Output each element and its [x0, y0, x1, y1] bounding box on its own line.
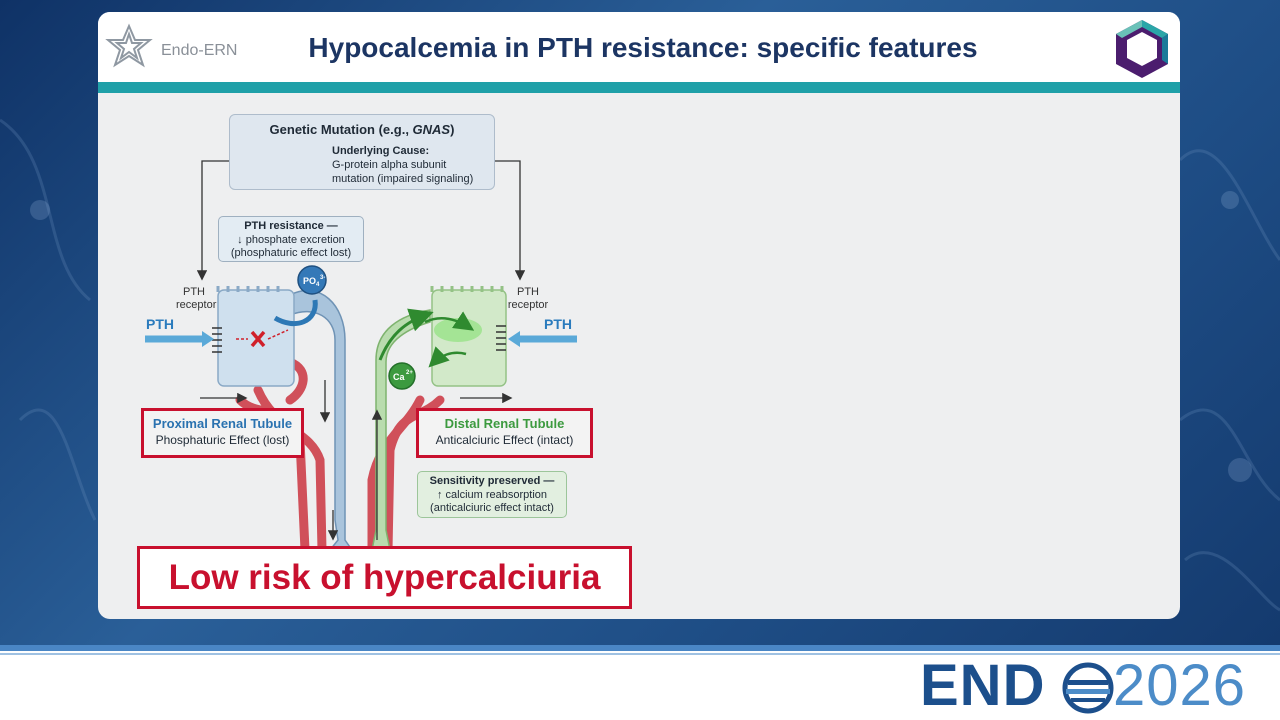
slide-header: Endo-ERN Hypocalcemia in PTH resistance:…	[98, 12, 1180, 82]
po4-sup: 3-	[320, 275, 325, 281]
po4-label: PO	[303, 276, 316, 286]
pth-hormone-label-left: PTH	[146, 316, 174, 332]
genetic-mutation-title: Genetic Mutation (e.g., GNAS)	[269, 122, 455, 137]
footer-accent-line	[0, 645, 1280, 651]
genetic-mutation-box: Genetic Mutation (e.g., GNAS) Underlying…	[229, 114, 495, 190]
footer-accent-line-thin	[0, 653, 1280, 655]
proximal-tubule-subtitle: Phosphaturic Effect (lost)	[155, 433, 290, 447]
distal-tubule-title: Distal Renal Tubule	[444, 416, 565, 431]
footer: END 2026	[0, 645, 1280, 720]
header-accent-bar	[98, 82, 1180, 93]
endo-ern-logo-icon	[105, 23, 153, 68]
endo-globe-icon	[1062, 662, 1114, 714]
po4-sub: 4	[316, 282, 320, 288]
hypercalciuria-risk-text: Low risk of hypercalciuria	[168, 558, 601, 597]
pth-receptor-label-right: PTH receptor	[507, 286, 549, 311]
distal-tubule-subtitle: Anticalciuric Effect (intact)	[435, 433, 574, 447]
background-network-art	[0, 118, 1280, 612]
ca-label: Ca	[393, 372, 405, 382]
brand-name: Endo-ERN	[161, 42, 238, 59]
blocked-x-icon	[250, 330, 266, 348]
pth-receptor-label-left: PTH receptor	[176, 286, 217, 311]
proximal-tubule: PO 4 3-	[145, 265, 354, 551]
underlying-cause-title: Underlying Cause:	[332, 145, 430, 157]
pth-resistance-callout: PTH resistance — ↓ phosphate excretion (…	[218, 216, 364, 262]
hypercalciuria-risk-box: Low risk of hypercalciuria	[137, 546, 632, 609]
proximal-tubule-label-box: Proximal Renal Tubule Phosphaturic Effec…	[141, 408, 304, 458]
slide-title: Hypocalcemia in PTH resistance: specific…	[308, 32, 978, 63]
calcium-ion-icon	[388, 362, 416, 390]
underlying-cause-text: G-protein alpha subunit mutation (impair…	[332, 159, 474, 185]
po4-ion-icon	[297, 265, 327, 295]
endo-logo-year: 2026	[1113, 653, 1247, 718]
connector-left	[196, 160, 229, 281]
distal-tubule-label-box: Distal Renal Tubule Anticalciuric Effect…	[416, 408, 593, 458]
connector-right	[493, 160, 526, 281]
distal-tubule: Ca 2+	[371, 286, 577, 551]
sensitivity-preserved-callout: Sensitivity preserved — ↑ calcium reabso…	[417, 471, 567, 518]
proximal-tubule-title: Proximal Renal Tubule	[152, 416, 293, 431]
ca-sup: 2+	[406, 370, 413, 376]
pth-resistance-diagram: PO 4 3- Ca 2+	[137, 100, 640, 620]
pth-hormone-label-right: PTH	[544, 316, 572, 332]
hexagon-logo-icon	[1116, 20, 1168, 78]
endo-logo-word: END	[920, 653, 1046, 718]
